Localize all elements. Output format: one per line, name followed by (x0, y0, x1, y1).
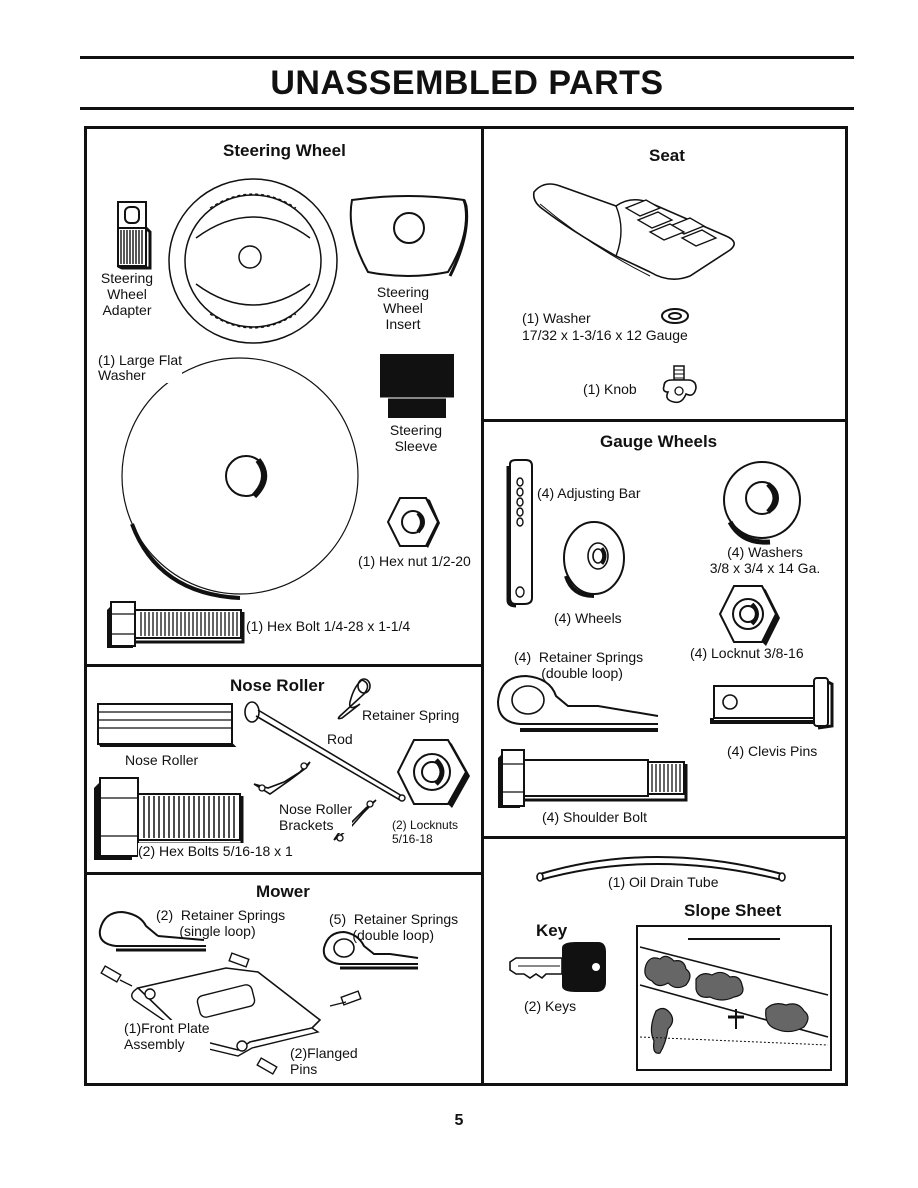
hex-bolt-label: (1) Hex Bolt 1/4-28 x 1-1/4 (246, 618, 411, 634)
flanged-pins-label: (2)Flanged Pins (290, 1045, 358, 1077)
gauge-locknut-label: (4) Locknut 3/8-16 (690, 645, 804, 661)
gauge-washers-label: (4) Washers 3/8 x 3/4 x 14 Ga. (709, 544, 821, 576)
steering-adapter-label: Steering Wheel Adapter (100, 270, 154, 318)
hex-bolt-icon (107, 601, 245, 648)
nose-retainer-spring-icon (337, 678, 371, 720)
rod-label: Rod (327, 731, 353, 747)
nose-roller-heading: Nose Roller (230, 676, 325, 695)
seat-washer-size-label: 17/32 x 1-3/16 x 12 Gauge (522, 327, 688, 343)
shoulder-bolt-label: (4) Shoulder Bolt (542, 809, 648, 825)
steering-sleeve-label: Steering Sleeve (389, 422, 443, 454)
adjusting-bar-label: (4) Adjusting Bar (537, 485, 641, 501)
single-loop-spring-label: (2) Retainer Springs (single loop) (156, 907, 286, 939)
title-underline (80, 107, 854, 110)
parts-frame (84, 126, 848, 1086)
steering-adapter-icon (117, 201, 152, 270)
mower-heading: Mower (256, 882, 310, 901)
shoulder-bolt-icon (498, 749, 688, 808)
hex-nut-icon (386, 497, 440, 548)
wheels-label: (4) Wheels (554, 610, 622, 626)
page-number: 5 (454, 1112, 464, 1129)
keys-label: (2) Keys (524, 998, 577, 1014)
gauge-wheels-heading: Gauge Wheels (600, 432, 718, 451)
gauge-locknut-icon (718, 585, 780, 646)
key-heading: Key (536, 921, 568, 940)
divider-seat-gauge (481, 419, 848, 422)
front-plate-assembly-label: (1)Front Plate Assembly (124, 1020, 210, 1052)
adjusting-bar-icon (506, 459, 533, 608)
seat-washer-icon (661, 308, 689, 324)
steering-insert-icon (349, 195, 469, 277)
knob-icon (662, 365, 697, 404)
nose-locknuts-label: (2) Locknuts 5/16-18 (392, 818, 459, 846)
nose-retainer-spring-label: Retainer Spring (362, 707, 460, 723)
seat-heading: Seat (649, 146, 685, 165)
nose-locknut-icon (396, 739, 470, 808)
center-divider (481, 126, 484, 1086)
gauge-washer-icon (723, 461, 801, 545)
seat-icon (532, 183, 735, 280)
gauge-retainer-springs-label: (4) Retainer Springs (double loop) (514, 649, 644, 681)
seat-washer-label: (1) Washer (522, 310, 591, 326)
clevis-pin-icon (710, 677, 834, 730)
slope-sheet-heading: Slope Sheet (684, 901, 782, 920)
hex-nut-label: (1) Hex nut 1/2-20 (358, 553, 471, 569)
divider-gauge-misc (481, 836, 848, 839)
nose-hex-bolts-label: (2) Hex Bolts 5/16-18 x 1 (138, 843, 293, 859)
nose-roller-icon (97, 703, 237, 747)
divider-steering-nose (84, 664, 483, 667)
double-loop-spring-label: (5) Retainer Springs (double loop) (329, 911, 459, 943)
key-icon (509, 942, 606, 992)
steering-insert-label: Steering Wheel Insert (376, 284, 430, 332)
gauge-retainer-spring-icon (496, 674, 659, 732)
oil-drain-tube-icon (536, 856, 786, 882)
steering-heading: Steering Wheel (223, 141, 346, 160)
steering-wheel-icon (168, 178, 338, 344)
nose-roller-brackets-label: Nose Roller Brackets (279, 801, 353, 833)
divider-nose-mower (84, 872, 483, 875)
clevis-pins-label: (4) Clevis Pins (727, 743, 818, 759)
slope-sheet-icon (636, 925, 832, 1071)
top-rule (80, 56, 854, 59)
gauge-wheel-icon (563, 521, 625, 598)
double-loop-spring-icon (322, 930, 419, 970)
page-title: UNASSEMBLED PARTS (270, 64, 664, 102)
single-loop-spring-icon (98, 910, 206, 952)
oil-drain-tube-label: (1) Oil Drain Tube (608, 874, 719, 890)
rod-icon (244, 701, 406, 802)
nose-hex-bolt-icon (94, 777, 244, 860)
nose-roller-label: Nose Roller (125, 752, 199, 768)
knob-label: (1) Knob (583, 381, 637, 397)
large-flat-washer-label: (1) Large Flat Washer (98, 352, 183, 383)
steering-sleeve-icon (380, 354, 454, 418)
large-flat-washer-icon (121, 357, 359, 600)
